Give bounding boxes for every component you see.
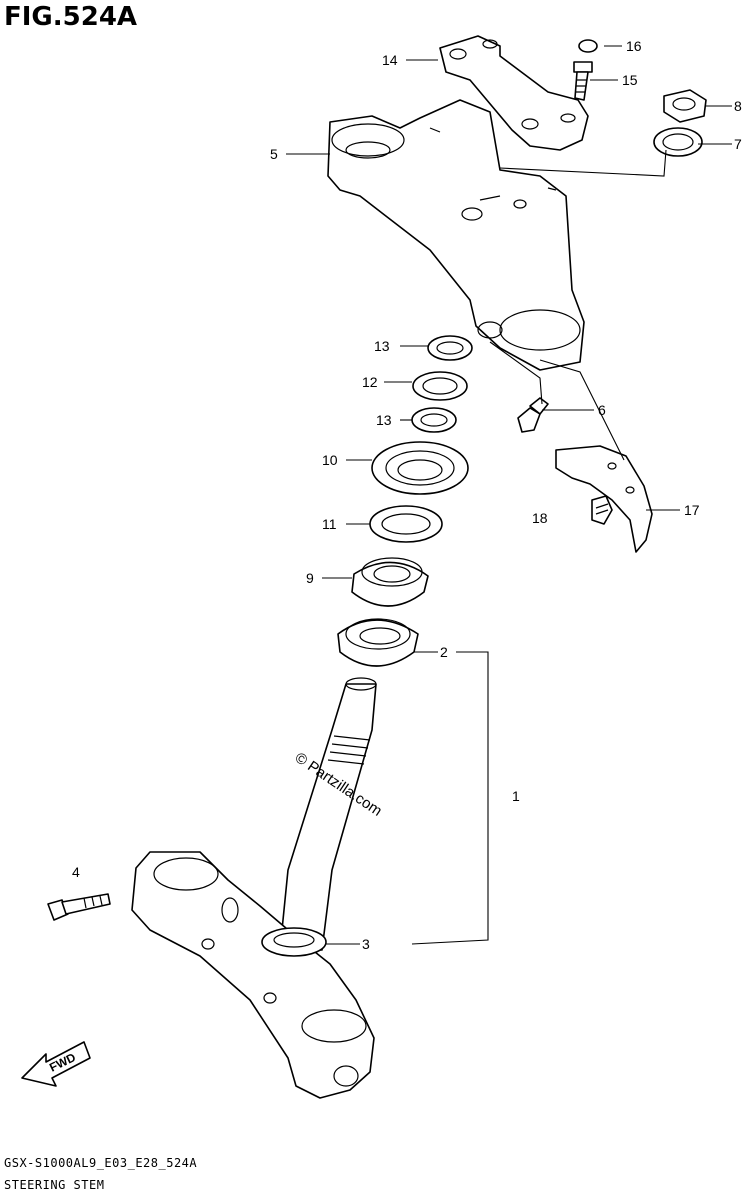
callout-13-upper: 13	[374, 338, 390, 354]
callout-10: 10	[322, 452, 338, 468]
callout-12: 12	[362, 374, 378, 390]
part-12-lock-washer	[412, 371, 468, 401]
callout-9: 9	[306, 570, 314, 586]
part-5-upper-bracket	[327, 99, 585, 371]
callout-7: 7	[734, 136, 742, 152]
part-6-bolt	[517, 397, 549, 433]
forward-direction-arrow: FWD	[21, 1041, 91, 1087]
callout-6: 6	[598, 402, 606, 418]
callout-16: 16	[626, 38, 642, 54]
figure-title: FIG.524A	[4, 2, 138, 32]
part-11-seal	[369, 505, 443, 543]
callout-15: 15	[622, 72, 638, 88]
callout-14: 14	[382, 52, 398, 68]
part-15-bolt	[573, 61, 593, 101]
part-4-bolt	[47, 893, 111, 921]
figure-caption: STEERING STEM	[4, 1178, 105, 1192]
part-14-handlebar-holder	[439, 35, 589, 151]
callout-13-lower: 13	[376, 412, 392, 428]
model-code: GSX-S1000AL9_E03_E28_524A	[4, 1156, 198, 1170]
part-13-lock-nut-upper	[427, 335, 473, 361]
part-7-washer	[653, 127, 703, 157]
callout-8: 8	[734, 98, 742, 114]
callout-3: 3	[362, 936, 370, 952]
callout-18: 18	[532, 510, 548, 526]
part-2-race	[337, 618, 419, 667]
leader-lines	[286, 45, 732, 945]
part-18-bolt	[591, 495, 613, 525]
callout-17: 17	[684, 502, 700, 518]
part-17-bracket	[555, 445, 653, 553]
callout-labels: 14 16 15 8 7 5 13 12 6 13 10 18 17 11 9 …	[72, 38, 742, 952]
callout-11: 11	[322, 516, 337, 532]
callout-2: 2	[440, 644, 448, 660]
callout-1: 1	[512, 788, 520, 804]
part-13-lock-nut-lower	[411, 407, 457, 433]
callout-4: 4	[72, 864, 80, 880]
part-8-stem-nut	[663, 89, 707, 123]
callout-5: 5	[270, 146, 278, 162]
part-10-dust-seal	[371, 441, 469, 495]
part-9-bearing	[351, 557, 429, 607]
part-16-cap	[578, 39, 598, 53]
part-3-dust-seal	[261, 927, 327, 957]
part-1-steering-stem	[131, 677, 377, 1099]
